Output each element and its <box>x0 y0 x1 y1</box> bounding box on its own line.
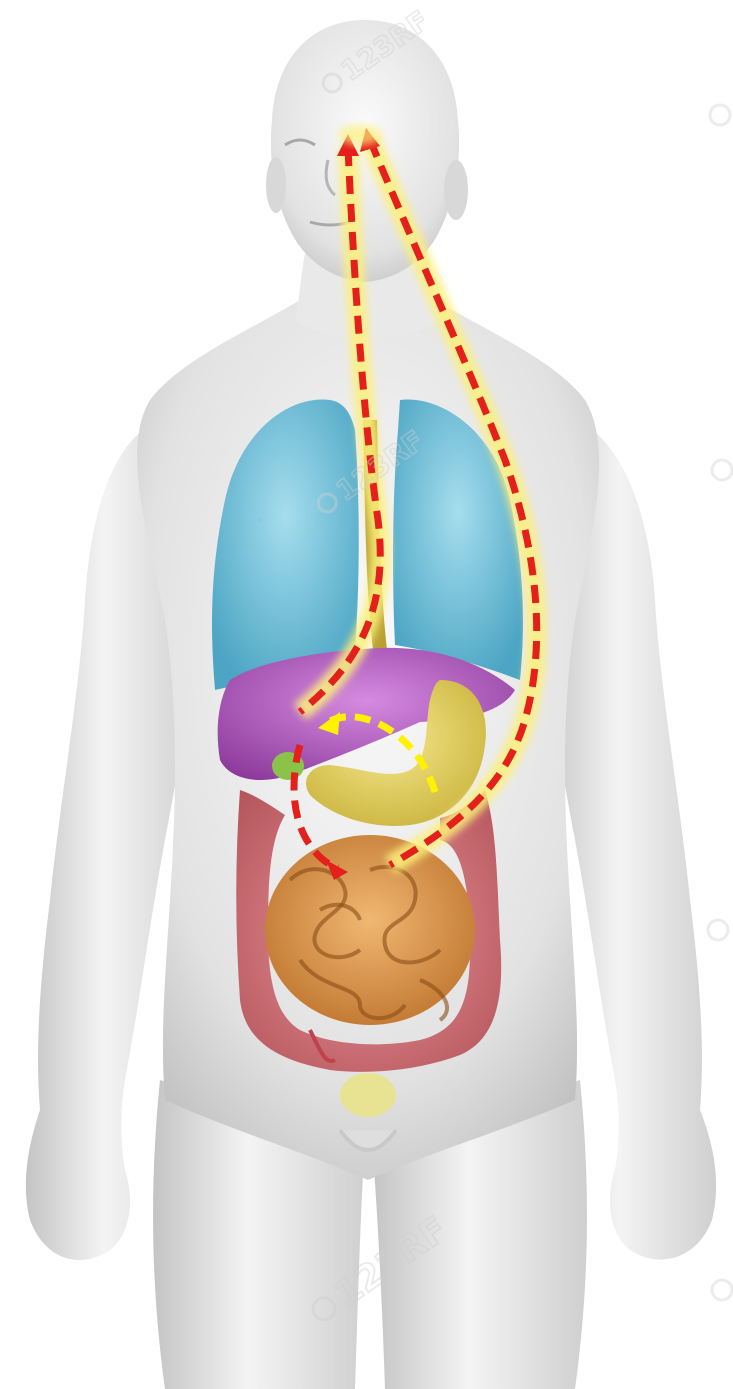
camera-icon <box>712 1280 732 1300</box>
bladder <box>340 1073 396 1117</box>
small-intestine <box>265 835 475 1025</box>
camera-icon <box>708 920 728 940</box>
left-ear <box>266 157 286 213</box>
camera-icon <box>712 460 732 480</box>
eye-glow <box>338 125 382 145</box>
camera-icon <box>710 105 730 125</box>
right-ear <box>444 160 468 220</box>
